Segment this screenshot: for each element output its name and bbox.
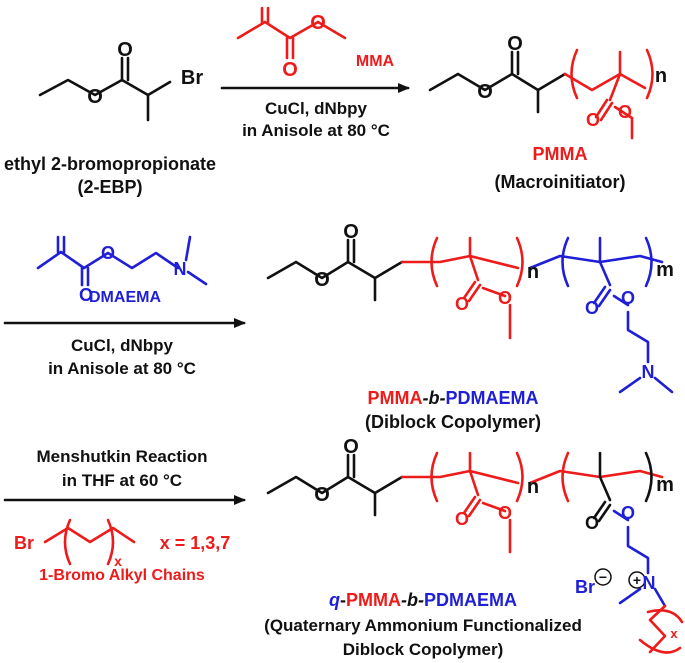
atom-O: O xyxy=(585,513,599,533)
pmma-label: PMMA xyxy=(533,144,588,164)
atom-O: O xyxy=(282,59,298,81)
atom-O: O xyxy=(455,509,469,529)
atom-O: O xyxy=(498,503,512,523)
repeat-m: m xyxy=(656,259,674,281)
repeat-m: m xyxy=(656,474,674,496)
atom-O: O xyxy=(477,81,493,103)
negative-charge-sign: − xyxy=(599,569,607,585)
atom-O: O xyxy=(310,12,326,34)
q-prefix: q xyxy=(329,590,340,610)
atom-O: O xyxy=(79,285,93,305)
pmma-structure xyxy=(428,48,654,140)
atom-O: O xyxy=(314,484,330,506)
atom-O: O xyxy=(314,269,330,291)
quaternized-description-line2: Diblock Copolymer) xyxy=(343,640,504,659)
atom-O: O xyxy=(586,110,600,130)
repeat-n: n xyxy=(527,261,539,283)
atom-O: O xyxy=(498,288,512,308)
repeat-x: x xyxy=(114,553,122,569)
step1-condition-solvent: in Anisole at 80 °C xyxy=(242,121,390,140)
atom-O: O xyxy=(117,39,133,61)
mma-structure xyxy=(236,6,347,60)
atom-O: O xyxy=(101,243,115,263)
atom-O: O xyxy=(343,221,359,243)
block-connector: -b- xyxy=(423,388,446,408)
dmaema-label: DMAEMA xyxy=(89,289,161,306)
ethyl-2-bromopropionate-structure xyxy=(38,56,172,122)
pdmaema-name-part: PDMAEMA xyxy=(424,590,517,610)
step2-condition-solvent: in Anisole at 80 °C xyxy=(48,359,196,378)
chain-x-values: x = 1,3,7 xyxy=(160,533,231,553)
atom-Br: Br xyxy=(181,67,203,89)
pmma-name-part: PMMA xyxy=(368,388,423,408)
mma-label: MMA xyxy=(356,53,395,70)
bromo-alkyl-chain-structure xyxy=(43,518,136,566)
initiator-abbr: (2-EBP) xyxy=(77,177,142,197)
repeat-n: n xyxy=(527,476,539,498)
step3-condition-solvent: in THF at 60 °C xyxy=(62,471,182,490)
atom-O: O xyxy=(343,436,359,458)
pdmaema-name-part: PDMAEMA xyxy=(445,388,538,408)
diblock-copolymer-structure xyxy=(266,236,674,394)
atom-O: O xyxy=(455,294,469,314)
repeat-n: n xyxy=(655,65,667,87)
dmaema-structure xyxy=(36,235,208,287)
q-dash: - xyxy=(340,590,346,610)
quaternized-copolymer-structure xyxy=(266,451,684,654)
bromide-ion: Br xyxy=(575,577,595,597)
initiator-name: ethyl 2-bromopropionate xyxy=(4,154,216,174)
diblock-description: (Diblock Copolymer) xyxy=(365,412,541,432)
block-connector: -b- xyxy=(401,590,424,610)
quaternized-description-line1: (Quaternary Ammonium Functionalized xyxy=(264,616,582,635)
repeat-x: x xyxy=(670,626,678,641)
macroinitiator-label: (Macroinitiator) xyxy=(494,172,625,192)
pmma-name-part: PMMA xyxy=(346,590,401,610)
bromo-alkyl-chains-label: 1-Bromo Alkyl Chains xyxy=(39,567,205,584)
atom-O: O xyxy=(621,503,635,523)
diblock-name: PMMA-b-PDMAEMA xyxy=(368,388,539,408)
positive-charge-sign: + xyxy=(633,572,641,588)
atom-N: N xyxy=(174,259,187,279)
atom-O: O xyxy=(507,33,523,55)
atom-N: N xyxy=(642,362,655,382)
step1-condition-catalyst: CuCl, dNbpy xyxy=(265,99,368,118)
atom-O: O xyxy=(621,288,635,308)
step3-condition-reaction: Menshutkin Reaction xyxy=(37,447,208,466)
atom-O: O xyxy=(585,298,599,318)
atom-O: O xyxy=(618,102,632,122)
atom-N: N xyxy=(643,573,656,593)
quaternized-name: q-PMMA-b-PDMAEMA xyxy=(329,590,517,610)
step2-condition-catalyst: CuCl, dNbpy xyxy=(71,336,174,355)
atom-O: O xyxy=(87,86,103,108)
atom-Br: Br xyxy=(14,533,34,553)
